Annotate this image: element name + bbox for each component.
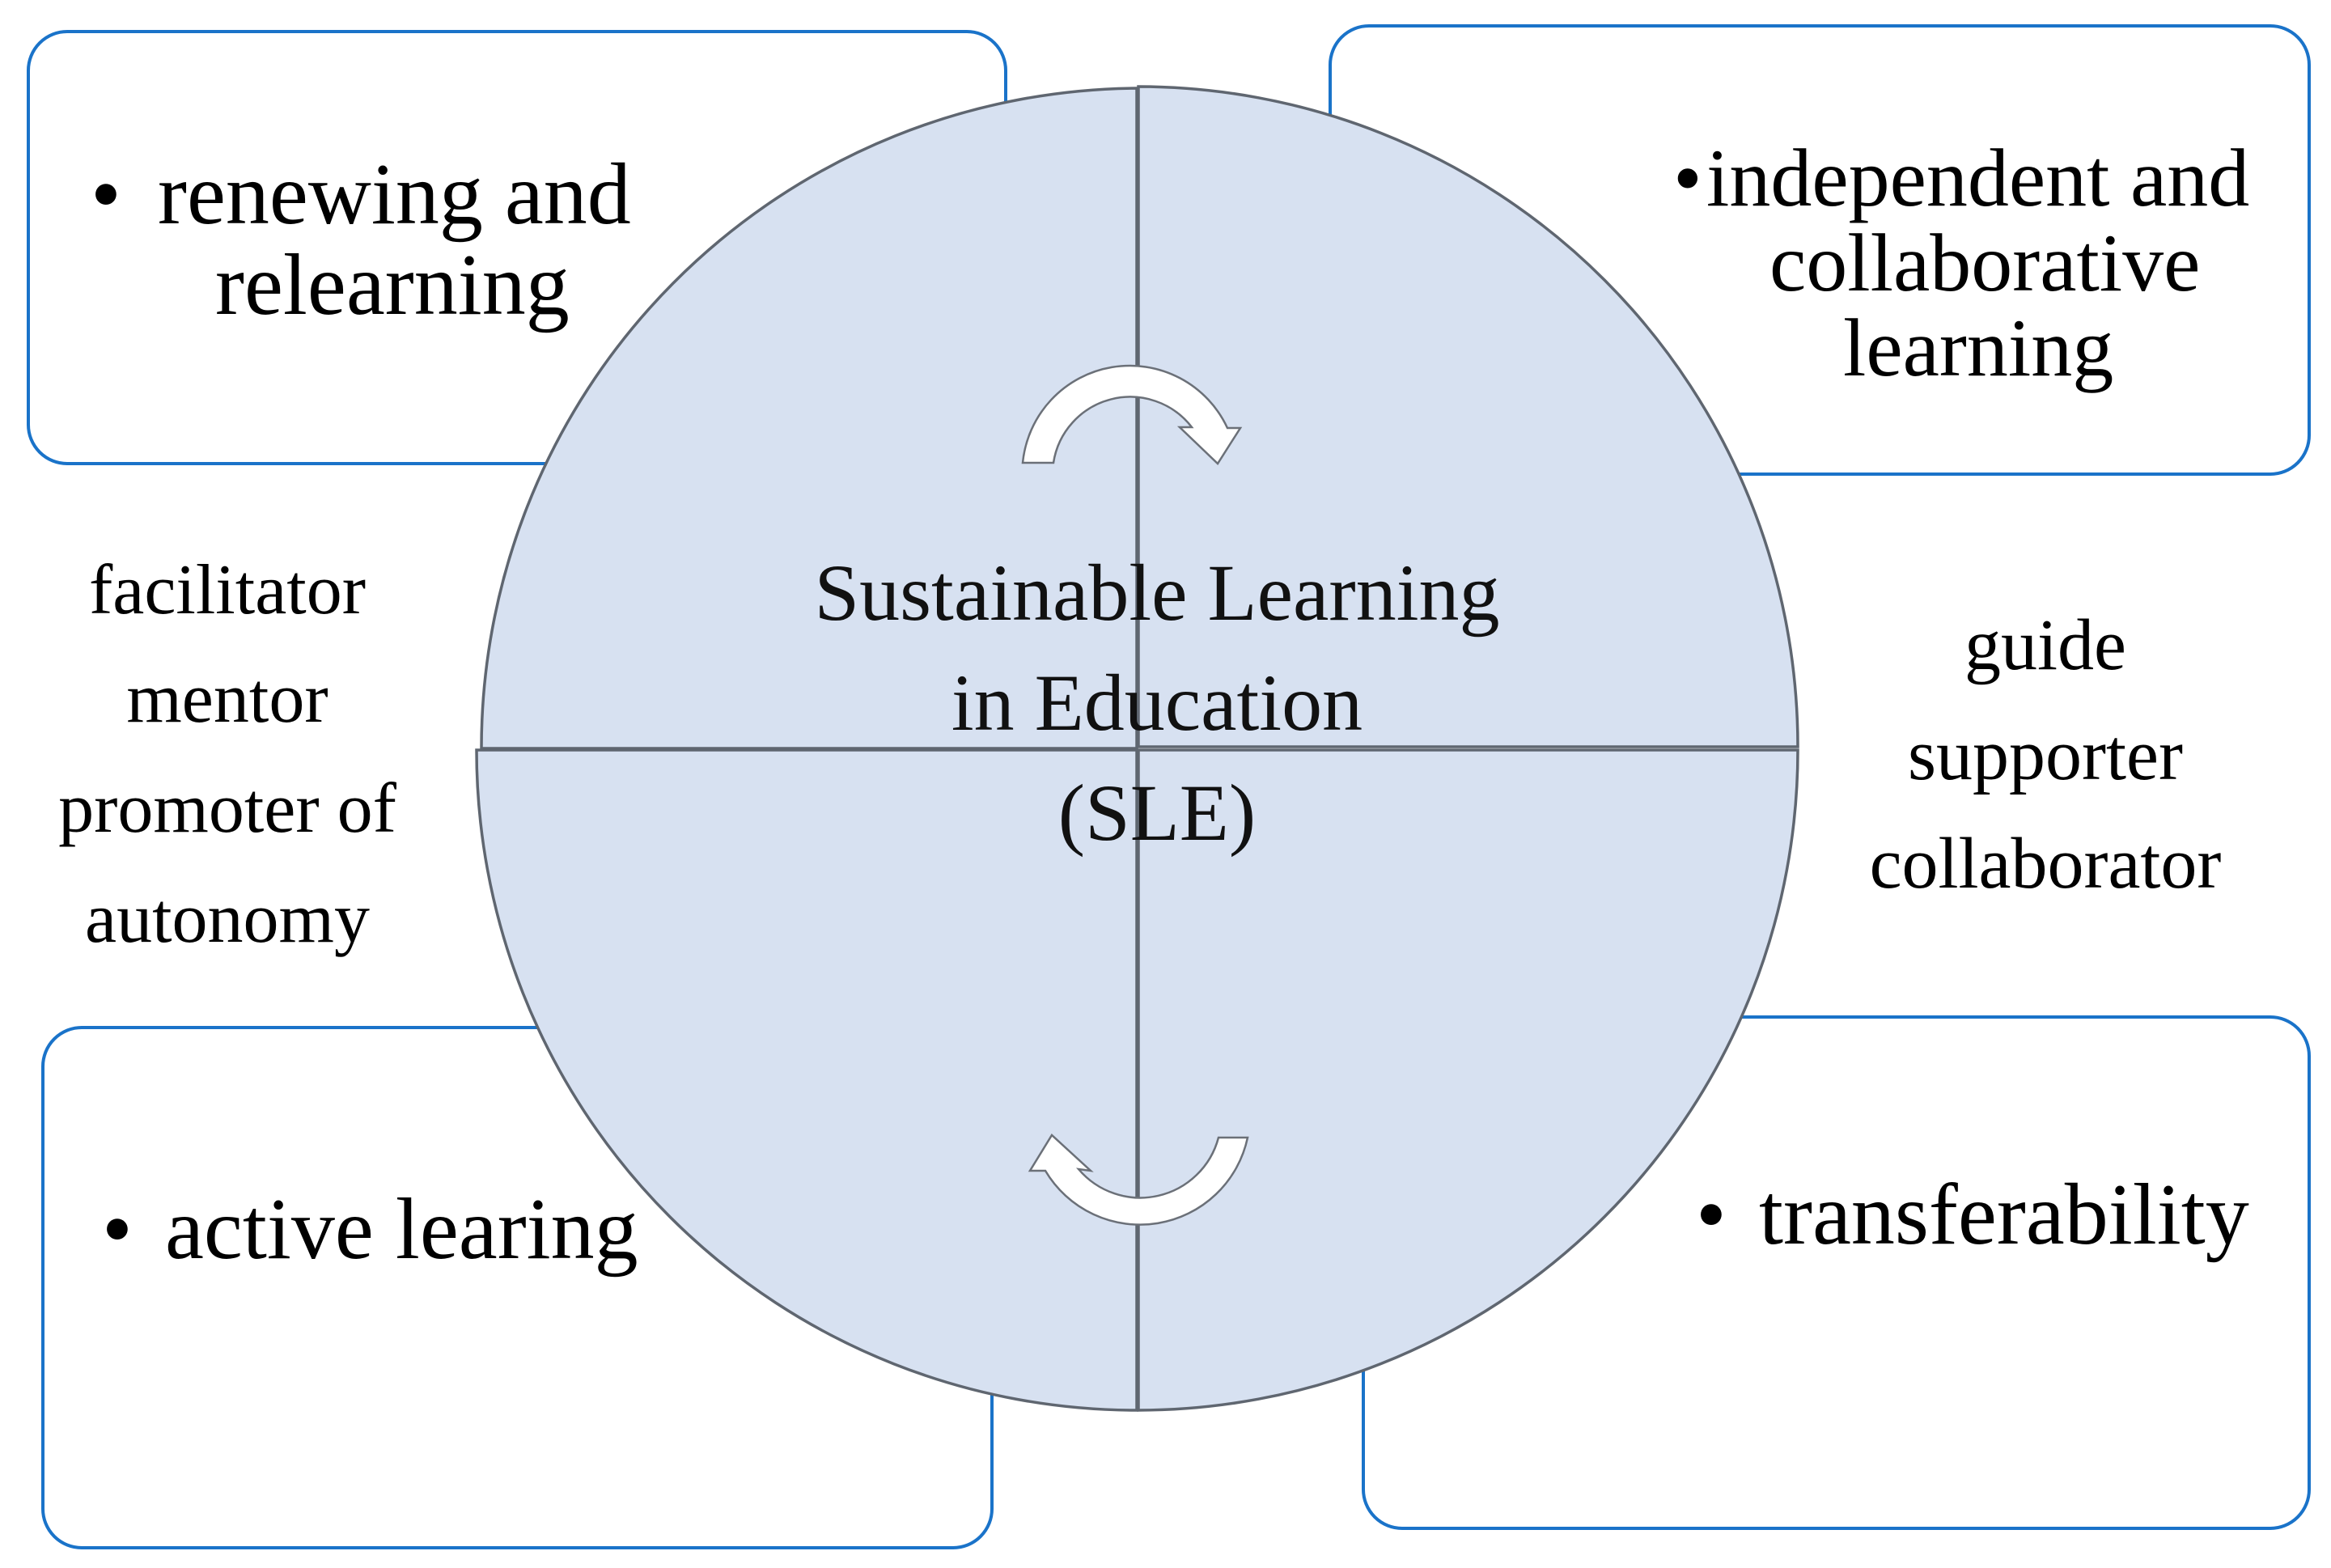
bullet-icon: • — [1673, 133, 1702, 224]
left-label-autonomy: autonomy — [85, 879, 370, 958]
quadrant-bottom-left — [475, 748, 1138, 1412]
box-top-left-line-1: renewing and — [158, 146, 631, 243]
left-label-mentor: mentor — [126, 659, 328, 738]
diagram-title-line-1: Sustainable Learning — [814, 548, 1500, 638]
box-top-right-line-1: independent and — [1706, 133, 2250, 224]
bullet-icon: • — [102, 1181, 133, 1278]
box-top-right-line-3: learning — [1843, 303, 2114, 394]
bottom-curved-arrow-icon — [1028, 1134, 1249, 1226]
diagram-title-line-2: in Education — [951, 658, 1363, 748]
circle-quadrants — [475, 85, 1799, 1412]
box-bottom-right-line-1: transferability — [1759, 1167, 2249, 1263]
right-label-supporter: supporter — [1908, 715, 2183, 795]
left-label-facilitator: facilitator — [88, 551, 367, 629]
left-label-promoter-of: promoter of — [58, 769, 396, 848]
bullet-icon: • — [91, 146, 121, 243]
right-label-guide: guide — [1964, 605, 2126, 685]
box-top-right-line-2: collaborative — [1769, 218, 2201, 309]
quadrant-bottom-right — [1137, 748, 1799, 1412]
diagram-title-line-3: (SLE) — [1057, 768, 1257, 858]
top-curved-arrow-icon — [1021, 364, 1243, 465]
box-top-left-line-2: relearning — [215, 237, 570, 333]
quadrant-top-left — [480, 87, 1138, 750]
box-bottom-left-line-1: active learing — [165, 1181, 638, 1278]
quadrant-top-right — [1137, 85, 1799, 748]
bullet-icon: • — [1696, 1167, 1727, 1263]
right-label-collaborator: collaborator — [1869, 824, 2222, 904]
